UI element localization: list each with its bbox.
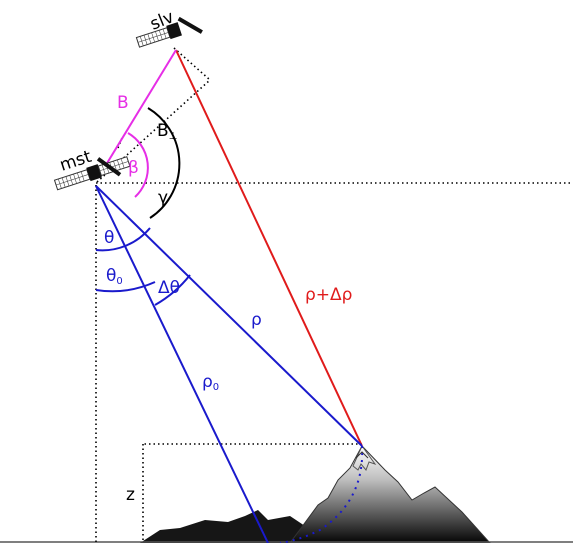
- gamma-arc: [147, 107, 181, 219]
- perpendicular-drop-line: [173, 47, 211, 81]
- perp-baseline-label: B⊥: [157, 121, 177, 142]
- range-arc-dotted: [279, 445, 364, 543]
- gamma-label: γ: [158, 188, 168, 208]
- theta0-subscript: 0: [116, 276, 122, 287]
- rho-plus-delta-rho-label: ρ+Δρ: [305, 285, 352, 305]
- mountain-peak: [289, 445, 491, 543]
- slave-body: [166, 22, 182, 40]
- master-satellite: [53, 156, 131, 191]
- perp-baseline-subscript: ⊥: [169, 131, 178, 142]
- master-antenna: [96, 157, 122, 177]
- slave-antenna: [177, 16, 203, 34]
- theta0-label: θ0: [106, 266, 123, 287]
- rho0-base: ρ: [202, 372, 213, 392]
- perp-baseline-base: B: [157, 121, 169, 141]
- rho0-subscript: 0: [213, 382, 219, 393]
- slave-satellite: [135, 16, 203, 48]
- height-z-label: z: [126, 485, 135, 505]
- reference-range-line: [95, 185, 269, 543]
- theta-label: θ: [104, 228, 114, 248]
- beta-arc: [127, 132, 149, 198]
- baseline-label: B: [117, 93, 129, 113]
- rho-label: ρ: [251, 310, 262, 330]
- delta-theta-label: Δθ: [158, 278, 180, 298]
- beta-label: β: [128, 158, 139, 178]
- dark-mountain-range: [140, 510, 330, 543]
- rho0-label: ρ0: [202, 372, 219, 393]
- target-point-marker: [355, 451, 369, 459]
- delta-theta-arc: [154, 274, 191, 306]
- master-body: [86, 164, 102, 182]
- theta0-base: θ: [106, 266, 116, 286]
- theta-arc: [95, 227, 151, 252]
- baseline-line: [97, 49, 177, 179]
- slant-range-line: [95, 185, 363, 447]
- perpendicular-baseline-line: [96, 79, 211, 183]
- slave-range-line: [175, 49, 363, 447]
- theta0-arc: [95, 281, 156, 293]
- peak-snow-outline: [352, 445, 377, 471]
